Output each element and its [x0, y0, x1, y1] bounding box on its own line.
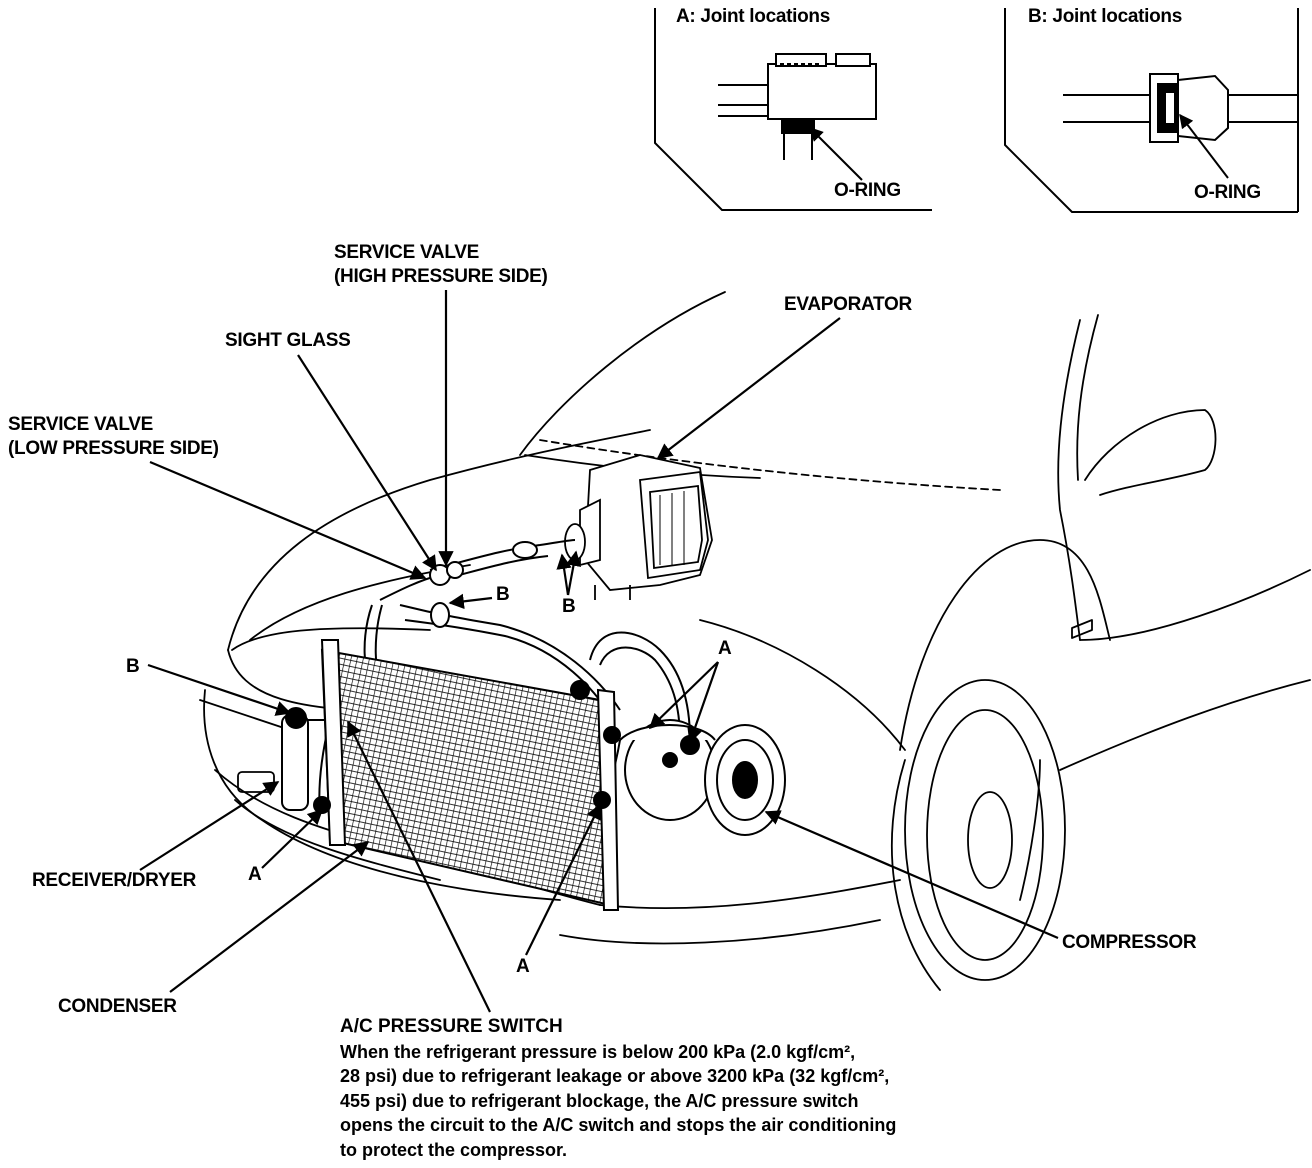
pressure-switch-text-line3: 455 psi) due to refrigerant blockage, th… [340, 1090, 859, 1111]
sight-glass-label: SIGHT GLASS [225, 330, 351, 351]
leader-b-receiver [147, 663, 292, 716]
joint-b-label-evaporator: B [562, 596, 576, 617]
condenser-core [320, 639, 620, 911]
inset-a-joint-drawing [718, 53, 877, 181]
leader-evaporator [656, 317, 841, 459]
leader-lines [139, 290, 1059, 1013]
condenser-label: CONDENSER [58, 996, 177, 1017]
leader-pressure-switch [347, 720, 491, 1013]
leader-a-bottom [525, 803, 601, 956]
leader-b-line [448, 593, 493, 610]
inset-b-joint-drawing [1063, 73, 1298, 179]
compressor-label: COMPRESSOR [1062, 932, 1197, 953]
leader-compressor [764, 810, 1059, 940]
leader-b-evap-1 [556, 553, 572, 596]
joint-a-label-receiver: A [248, 864, 262, 885]
leader-a-comp-1 [648, 661, 719, 730]
inset-a-o-ring-label: O-RING [834, 180, 901, 201]
compressor-unit [570, 680, 786, 836]
receiver-dryer-label: RECEIVER/DRYER [32, 870, 197, 891]
pressure-switch-text-line2: 28 psi) due to refrigerant leakage or ab… [340, 1066, 890, 1086]
pressure-switch-text-line5: to protect the compressor. [340, 1139, 568, 1160]
inset-b-o-ring-label: O-RING [1194, 182, 1261, 203]
refrigerant-lines [292, 539, 691, 816]
pressure-switch-text-line4: opens the circuit to the A/C switch and … [340, 1115, 897, 1135]
leader-a-receiver [261, 808, 324, 869]
leader-sight-glass [297, 354, 437, 572]
evaporator-unit [564, 454, 713, 600]
joint-b-label-line: B [496, 584, 510, 605]
inset-a-title: A: Joint locations [676, 6, 830, 27]
leader-service-valve-low [149, 460, 427, 580]
car-body [199, 291, 1311, 991]
inset-b-frame [1004, 8, 1299, 213]
leader-b-evap-2 [565, 550, 582, 596]
joint-a-label-compressor: A [718, 638, 732, 659]
service-valve-high-label-line1: SERVICE VALVE [334, 242, 479, 263]
service-valve-low-label-line2: (LOW PRESSURE SIDE) [8, 438, 219, 459]
leader-a-comp-2 [687, 661, 720, 744]
leader-receiver-dryer [139, 781, 280, 871]
pressure-switch-title: A/C PRESSURE SWITCH [340, 1016, 563, 1037]
service-valve-high-label-line2: (HIGH PRESSURE SIDE) [334, 266, 548, 287]
leader-condenser [169, 841, 370, 993]
inset-b-title: B: Joint locations [1028, 6, 1182, 27]
joint-b-label-receiver: B [126, 656, 140, 677]
joint-a-label-bottom: A [516, 956, 530, 977]
service-valve-low-label-line1: SERVICE VALVE [8, 414, 153, 435]
pressure-switch-note: A/C PRESSURE SWITCH When the refrigerant… [340, 1015, 1000, 1162]
pressure-switch-text-line1: When the refrigerant pressure is below 2… [340, 1041, 856, 1062]
evaporator-label: EVAPORATOR [784, 294, 912, 315]
inset-a-frame [654, 8, 932, 211]
